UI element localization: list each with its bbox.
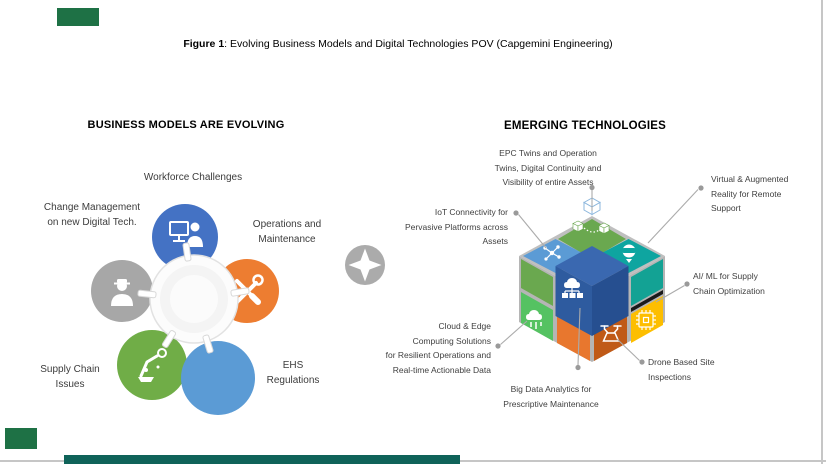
cube-right-yellow [631,296,663,343]
green-mark-top-left [57,8,99,26]
hub-spokes [137,242,250,354]
green-mark-bottom-left [5,428,37,449]
figure-number: Figure 1 [183,38,225,50]
label-virtual-augmented-reality: Virtual & Augmented Reality for Remote S… [711,174,789,213]
label-iot-connectivity: IoT Connectivity for Pervasive Platforms… [405,207,508,246]
iot-network-icon [543,245,561,261]
divider-star-badge [345,245,385,285]
petal-workforce [152,204,218,270]
four-point-star-icon [348,248,382,282]
cube-black-sliver [631,290,663,312]
cloud-network-icon [562,278,583,298]
worker-icon [111,279,133,306]
drone-icon [600,325,622,342]
teal-bar-bottom [64,455,460,464]
label-workforce-challenges: Workforce Challenges [143,172,243,183]
label-drone-inspections: Drone Based Site Inspections [648,357,715,382]
label-epc-twins: EPC Twins and Operation Twins, Digital C… [494,148,602,187]
cube-front-orange [557,312,590,361]
ai-chip-icon [636,310,656,330]
page-right-border [821,0,823,464]
label-change-management: Change Management on new Digital Tech. [43,202,141,228]
label-operations-maintenance: Operations and Maintenance [252,219,322,245]
business-models-flower [91,204,279,415]
edge-cloud-icon [526,310,542,329]
callout-connectors [495,184,704,371]
label-cloud-edge: Cloud & Edge Computing Solutions for Res… [385,321,491,375]
trainer-screen-icon [169,221,203,247]
flower-hub [149,254,239,344]
cube-3d-icon [582,197,602,216]
left-section-heading: BUSINESS MODELS ARE EVOLVING [87,119,285,131]
right-section-heading: EMERGING TECHNOLOGIES [503,120,667,132]
technology-cube [519,197,665,362]
linked-assets-icon [572,220,610,234]
figure-caption: Figure 1: Evolving Business Models and D… [0,38,796,50]
label-supply-chain-issues: Supply Chain Issues [40,364,100,390]
cube-left-upper-green [521,259,553,306]
petal-supply-chain [117,330,187,400]
petal-ehs [181,341,255,415]
label-big-data: Big Data Analytics for Prescriptive Main… [503,384,599,409]
label-ehs-regulations: EHS Regulations [266,360,320,386]
cube-right-teal [631,259,663,306]
label-ai-ml: AI/ ML for Supply Chain Optimization [693,271,765,296]
figure-caption-text: : Evolving Business Models and Digital T… [224,38,613,50]
robot-arm-icon [138,348,167,382]
vr-headset-icon [622,244,636,263]
